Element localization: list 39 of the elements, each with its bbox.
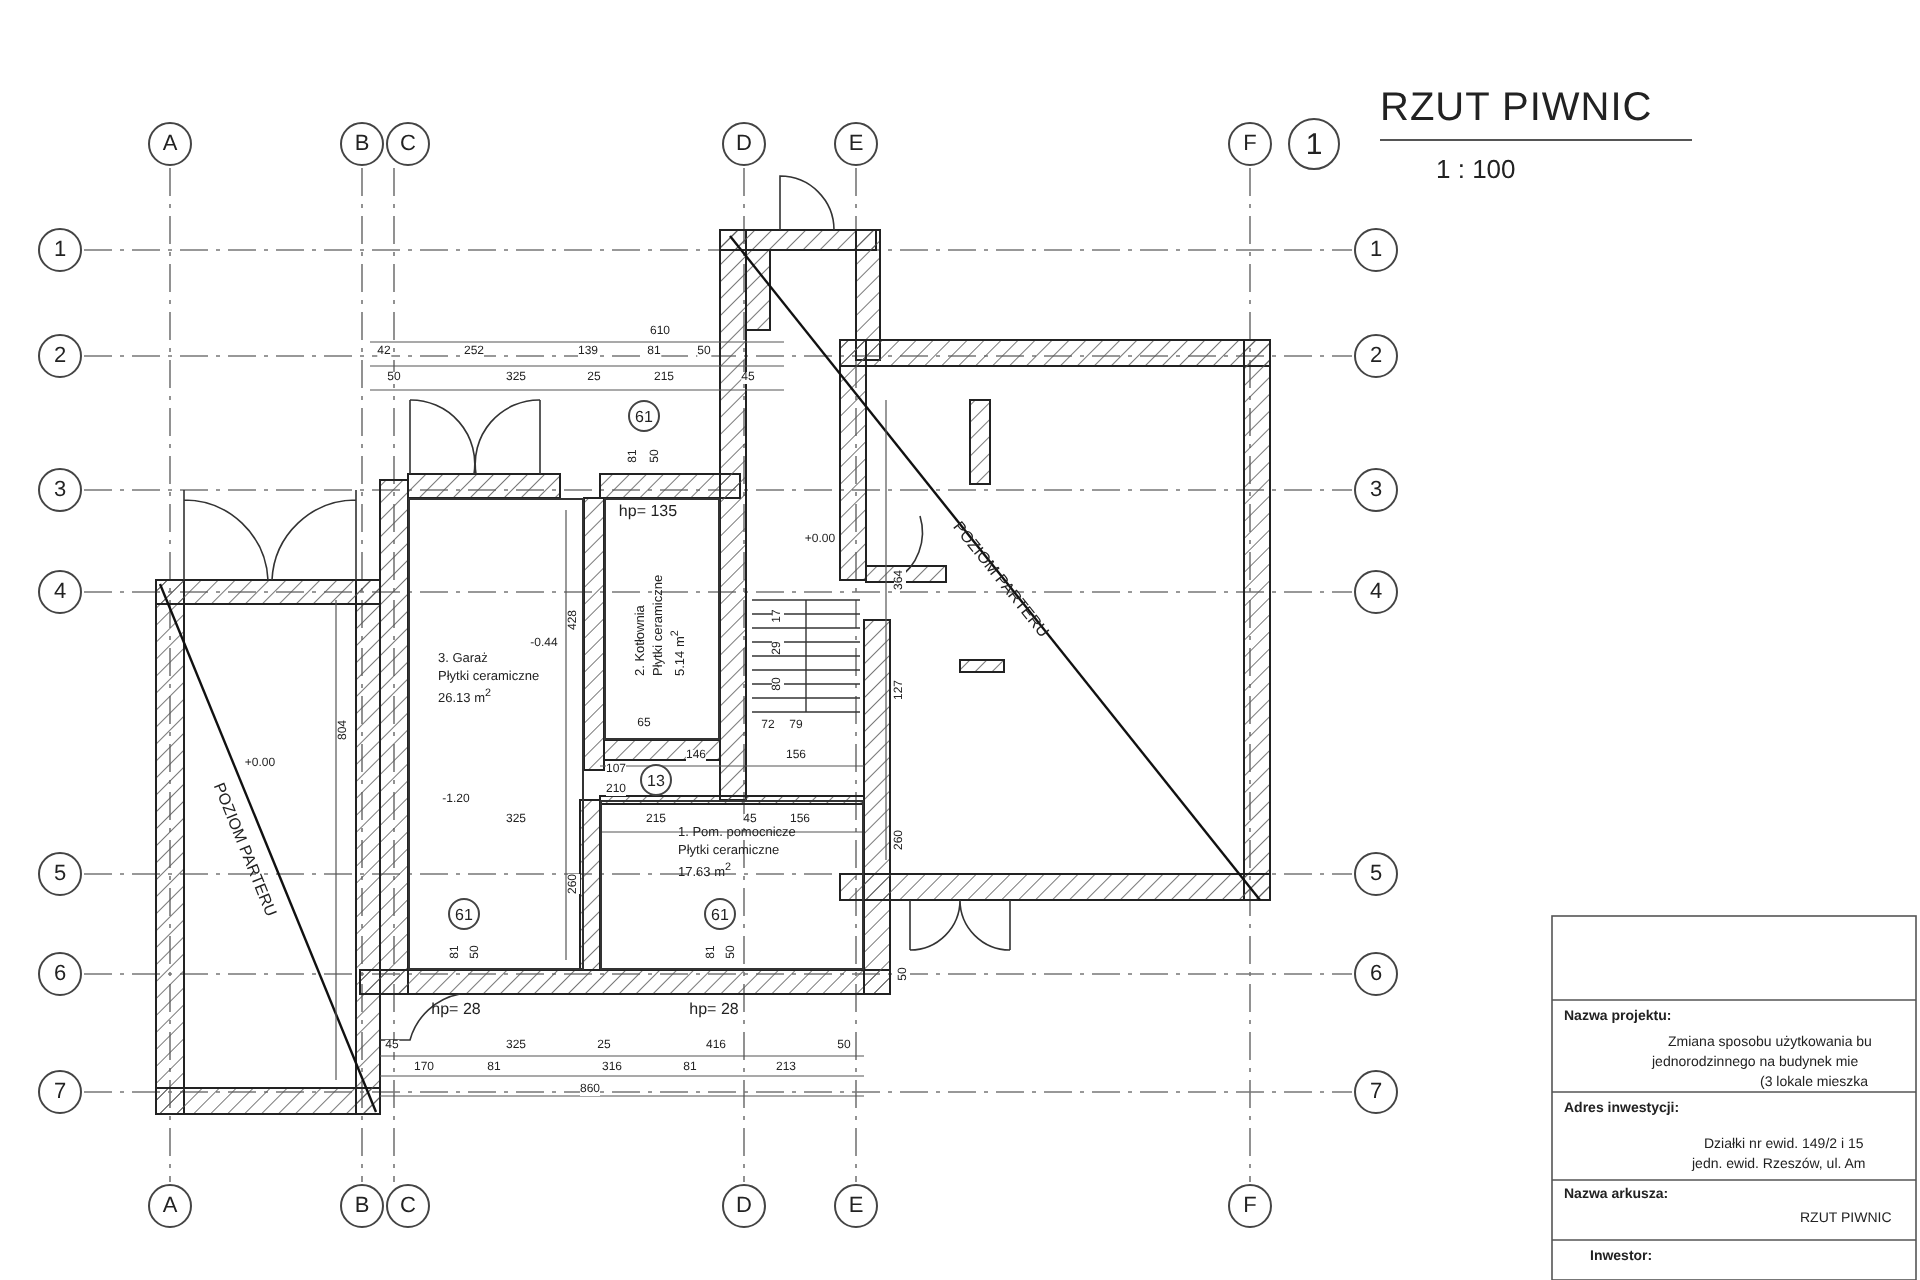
grid-bubble: 1 [38, 228, 82, 272]
grid-bubble: 5 [1354, 852, 1398, 896]
grid-bubble: 2 [1354, 334, 1398, 378]
grid-bubble: 4 [38, 570, 82, 614]
drawing-title: RZUT PIWNIC [1380, 88, 1653, 128]
callout-number: 61 [448, 898, 480, 930]
view-number-bubble: 1 [1288, 118, 1340, 170]
grid-bubble: 4 [1354, 570, 1398, 614]
room-outline [600, 800, 864, 970]
grid-bubble: F [1228, 1184, 1272, 1228]
grid-bubble: C [386, 122, 430, 166]
grid-bubble: E [834, 122, 878, 166]
grid-bubble: A [148, 1184, 192, 1228]
sill-height-text: hp= 135 [618, 504, 678, 520]
room-outline [408, 498, 584, 970]
grid-bubble: 7 [38, 1070, 82, 1114]
callout-number: 61 [628, 400, 660, 432]
grid-bubble: 2 [38, 334, 82, 378]
callout-number: 61 [704, 898, 736, 930]
grid-bubble: 3 [1354, 468, 1398, 512]
grid-bubble: E [834, 1184, 878, 1228]
grid-bubble: 5 [38, 852, 82, 896]
grid-bubble: 1 [1354, 228, 1398, 272]
grid-bubble: 7 [1354, 1070, 1398, 1114]
grid-bubble: 3 [38, 468, 82, 512]
grid-bubble: B [340, 122, 384, 166]
sill-height-text: hp= 28 [431, 1002, 481, 1018]
grid-bubble: 6 [38, 952, 82, 996]
grid-bubble: 6 [1354, 952, 1398, 996]
callout-number: 13 [640, 764, 672, 796]
grid-bubble: B [340, 1184, 384, 1228]
grid-bubble: A [148, 122, 192, 166]
grid-bubble: C [386, 1184, 430, 1228]
grid-bubble: D [722, 122, 766, 166]
grid-bubble: D [722, 1184, 766, 1228]
grid-bubble: F [1228, 122, 1272, 166]
sill-height-text: hp= 28 [689, 1002, 739, 1018]
scale-text: 1 : 100 [1436, 155, 1516, 181]
room-outline [604, 498, 720, 740]
